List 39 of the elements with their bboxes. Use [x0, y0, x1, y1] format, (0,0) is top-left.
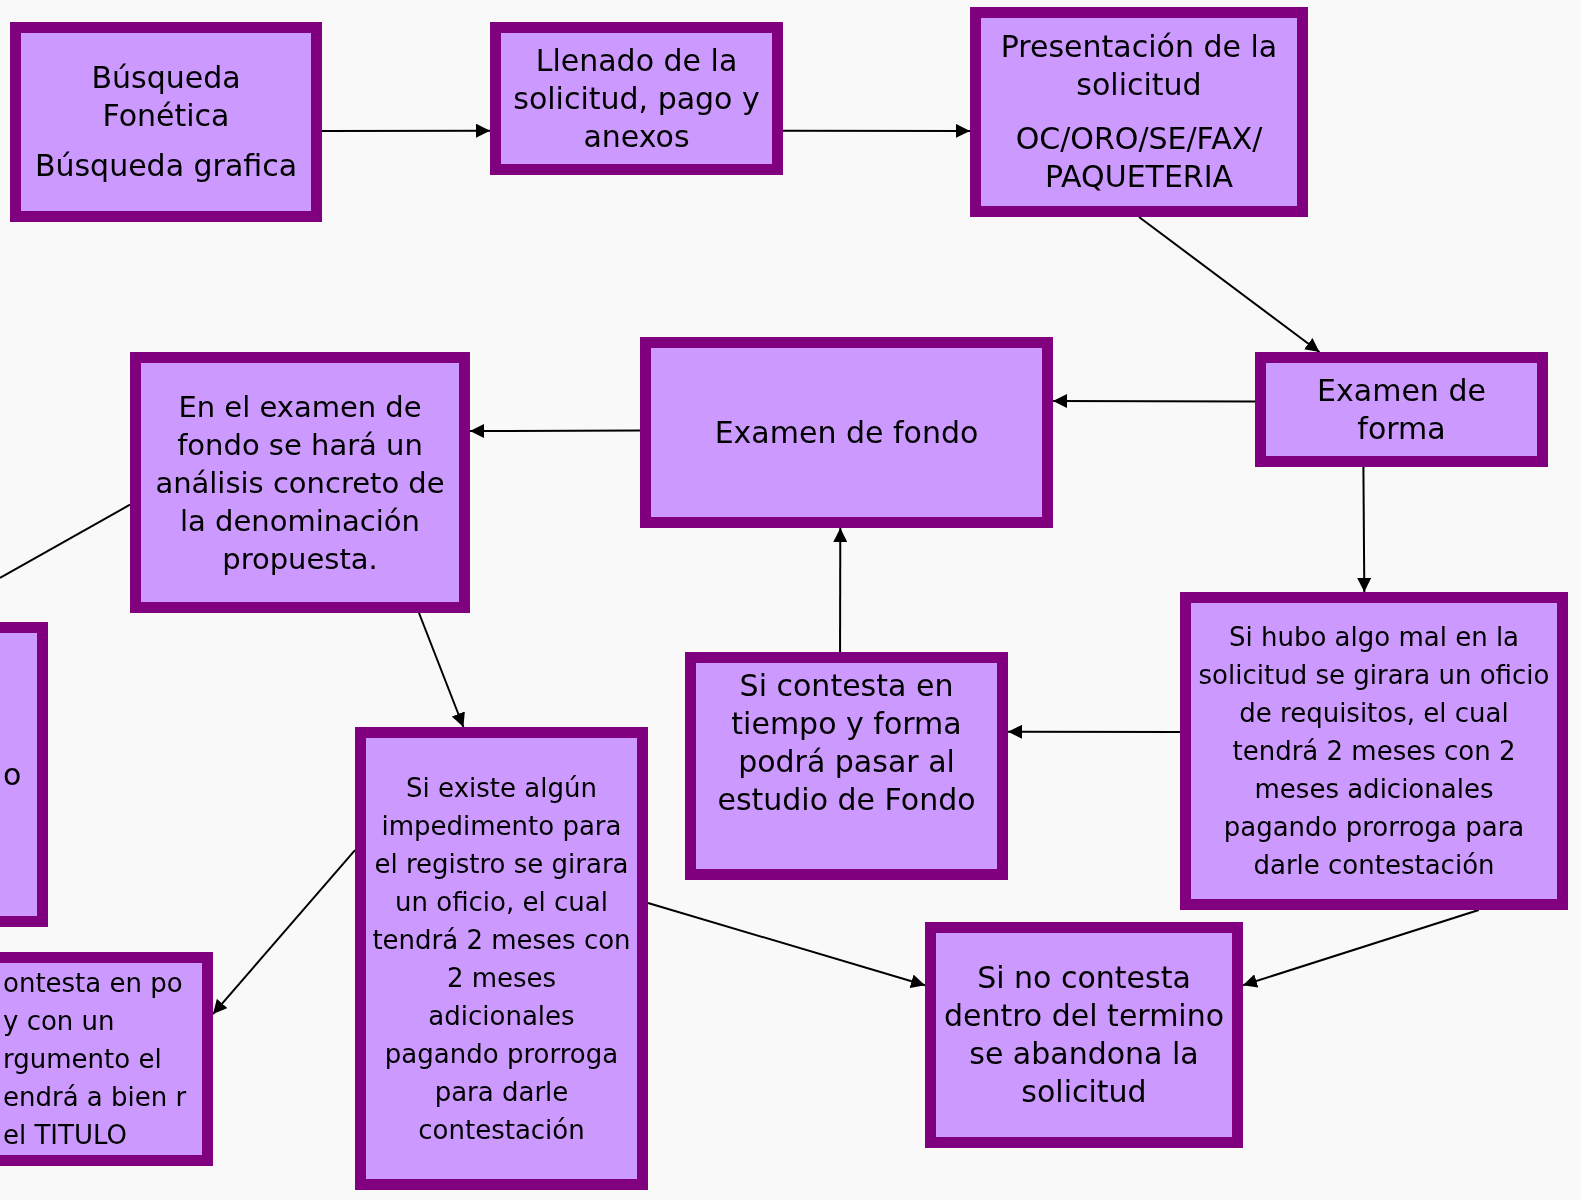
arrow [833, 527, 848, 653]
arrow [1138, 216, 1321, 353]
box-text: Si existe algún impedimento para el registro se girara un oficio, el cual tendrá 2 meses con 2 meses adicionales pagando prorroga para darle contestación [371, 771, 632, 1147]
box-text: o [3, 755, 22, 794]
arrow [469, 424, 641, 439]
arrow [1052, 394, 1256, 408]
box-text: Examen de fondo [714, 413, 979, 452]
box-text: En el examen de fondo se hará un análisis concreto de la denominación propuesta. [154, 388, 446, 578]
arrow [1357, 466, 1372, 593]
process-box [1180, 592, 1568, 910]
process-box [490, 22, 783, 175]
box-text: OC/ORO/SE/FAX/ PAQUETERIA [1014, 120, 1264, 196]
arrow [782, 123, 971, 138]
process-box [925, 922, 1243, 1148]
box-text: Llenado de la solicitud, pago y anexos [512, 41, 761, 156]
box-text: Si contesta en tiempo y forma podrá pasar al estudio de Fondo [716, 667, 977, 819]
arrow [647, 901, 926, 988]
process-box [130, 352, 470, 613]
arrow [1007, 724, 1181, 739]
connector-line [0, 503, 131, 579]
process-box [970, 7, 1308, 217]
process-box [10, 22, 322, 222]
process-box [640, 337, 1053, 528]
process-box [0, 622, 48, 927]
box-text: Si hubo algo mal en la solicitud se girara un oficio de requisitos, el cual tendrá 2 meses con 2 meses adicionales pagando prorroga para darle contestación [1197, 621, 1551, 882]
arrow [418, 612, 465, 728]
process-box [355, 727, 648, 1190]
box-text: Presentación de la solicitud [999, 28, 1279, 104]
process-box [0, 952, 213, 1166]
arrow [1242, 909, 1480, 988]
process-box [1255, 352, 1548, 467]
box-text: Si no contesta dentro del termino se abandona la solicitud [942, 959, 1226, 1111]
arrow [212, 849, 356, 1016]
box-text: Examen de forma [1316, 371, 1487, 448]
process-box [685, 652, 1008, 880]
arrow [321, 123, 491, 138]
box-text: Búsqueda Fonética [90, 59, 242, 135]
box-text: Búsqueda grafica [34, 147, 298, 185]
box-text: ontesta en po y con un rgumento el endrá a bien r el TITULO [3, 967, 188, 1152]
